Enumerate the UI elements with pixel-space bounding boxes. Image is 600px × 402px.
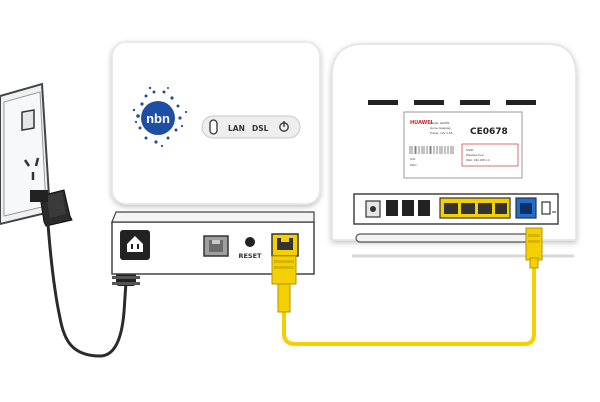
modem-label-line-2: Home Gateway: [430, 126, 451, 130]
nbn-logo-text: nbn: [146, 111, 170, 126]
modem-label-line-1: Model: HG659: [430, 121, 450, 125]
power-adapter[interactable]: [30, 189, 73, 227]
ntd-back-panel: RESET: [111, 211, 316, 275]
modem-cert-mark: CE0678: [470, 127, 508, 137]
modem-power-jack[interactable]: [365, 200, 381, 218]
ntd-power-port[interactable]: [120, 230, 150, 260]
ethernet-plug-modem[interactable]: [525, 227, 543, 269]
modem-label-line-4: SSID:: [466, 148, 474, 152]
modem-device: HUAWEI CE0678 Model: HG659 Home Gateway …: [331, 43, 577, 258]
ntd-status-panel: LAN DSL: [201, 115, 301, 139]
modem-phone-ports[interactable]: [386, 200, 430, 216]
nbn-logo: nbn: [132, 86, 188, 148]
outlet-switch[interactable]: [21, 109, 35, 132]
ntd-power-indicator-icon: [209, 119, 218, 135]
modem-vent: [355, 233, 543, 243]
ntd-dsl-label: DSL: [252, 124, 269, 133]
barcode: [409, 146, 454, 154]
ntd-device: nbn LAN DSL: [111, 41, 321, 205]
outlet-socket: [23, 157, 40, 180]
modem-label-line-5: Wireless Key:: [466, 153, 485, 157]
ntd-uni-port[interactable]: [271, 233, 299, 257]
modem-label-line-7: S/N:: [410, 157, 416, 161]
modem-port-panel: [353, 193, 559, 225]
modem-wan-port[interactable]: [515, 197, 537, 219]
modem-brand: HUAWEI: [410, 120, 433, 126]
modem-lan-ports[interactable]: [439, 197, 511, 219]
ntd-lan-label: LAN: [228, 124, 245, 133]
ethernet-plug-ntd[interactable]: [271, 255, 297, 313]
modem-label-line-8: MAC:: [410, 163, 418, 167]
power-cable: [46, 223, 128, 358]
modem-label-line-6: Web: 192.168.1.1: [466, 158, 490, 162]
ntd-phone-port[interactable]: [203, 235, 229, 257]
ntd-reset-button[interactable]: [245, 237, 255, 247]
modem-label-line-3: Power: 12V 1.5A: [430, 131, 453, 135]
ethernet-cable: [282, 258, 536, 346]
ntd-reset-label: RESET: [238, 252, 262, 260]
modem-status-leds: [368, 100, 536, 105]
usb-icon[interactable]: [541, 201, 556, 215]
modem-product-label: HUAWEI CE0678 Model: HG659 Home Gateway …: [403, 111, 523, 179]
power-icon: [279, 121, 289, 132]
